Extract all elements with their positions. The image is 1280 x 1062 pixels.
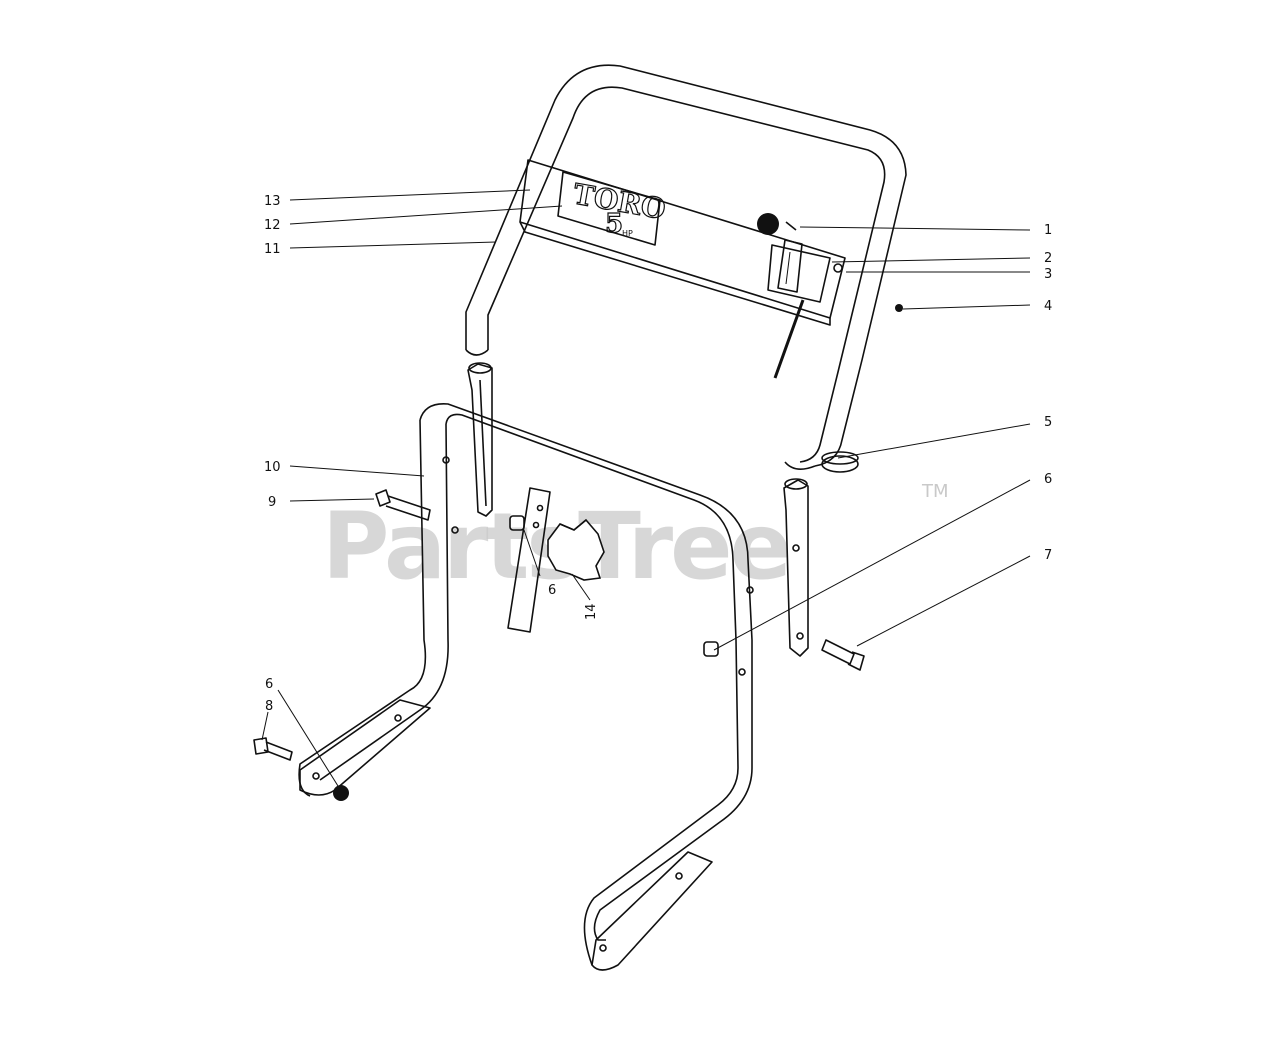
left-mid-tube [467,362,493,517]
locknut-mid-icon [509,515,525,531]
locknut-right-icon [703,641,719,657]
screw-item4-icon [895,304,903,312]
bolt-item9 [375,489,431,521]
height-bracket [507,487,551,633]
screw-icon [785,221,797,231]
leader-lines [261,189,1031,787]
watermark-trademark: TM [921,481,949,502]
callout-labels: 1 2 3 4 5 6 7 6 14 10 9 13 12 11 6 8 [264,194,1052,714]
callout-8: 8 [265,699,273,714]
callout-13: 13 [264,194,281,209]
upper-handle [465,64,907,470]
bolt-item8 [253,737,293,761]
throttle-knob [757,213,779,235]
callout-5: 5 [1044,415,1052,430]
clamp-item5 [821,451,859,473]
lockwasher-icon [833,263,843,273]
throttle-cable [773,299,805,379]
bolt-item7 [821,639,865,671]
decal-hp-number: 5 [605,209,623,239]
callout-9: 9 [268,495,276,510]
locknut-lower-icon [333,785,349,801]
callout-7: 7 [1044,548,1052,563]
callout-14: 14 [584,603,599,620]
callout-4: 4 [1044,299,1052,314]
callout-6-lower: 6 [265,677,273,692]
star-knob [547,518,605,581]
lower-handle [298,403,754,971]
callout-10: 10 [264,460,281,475]
callout-2: 2 [1044,251,1052,266]
callout-12: 12 [264,218,281,233]
toro-decal: TORO 5 HP [557,171,669,246]
decal-hp-unit: HP [622,229,633,238]
callout-11: 11 [264,242,281,257]
callout-6-mid: 6 [548,583,556,598]
callout-3: 3 [1044,267,1052,282]
control-panel-bar: TORO 5 HP [519,159,903,379]
throttle-control [767,239,831,303]
callout-6-right: 6 [1044,472,1052,487]
callout-1: 1 [1044,223,1052,238]
right-mid-tube [783,478,809,657]
